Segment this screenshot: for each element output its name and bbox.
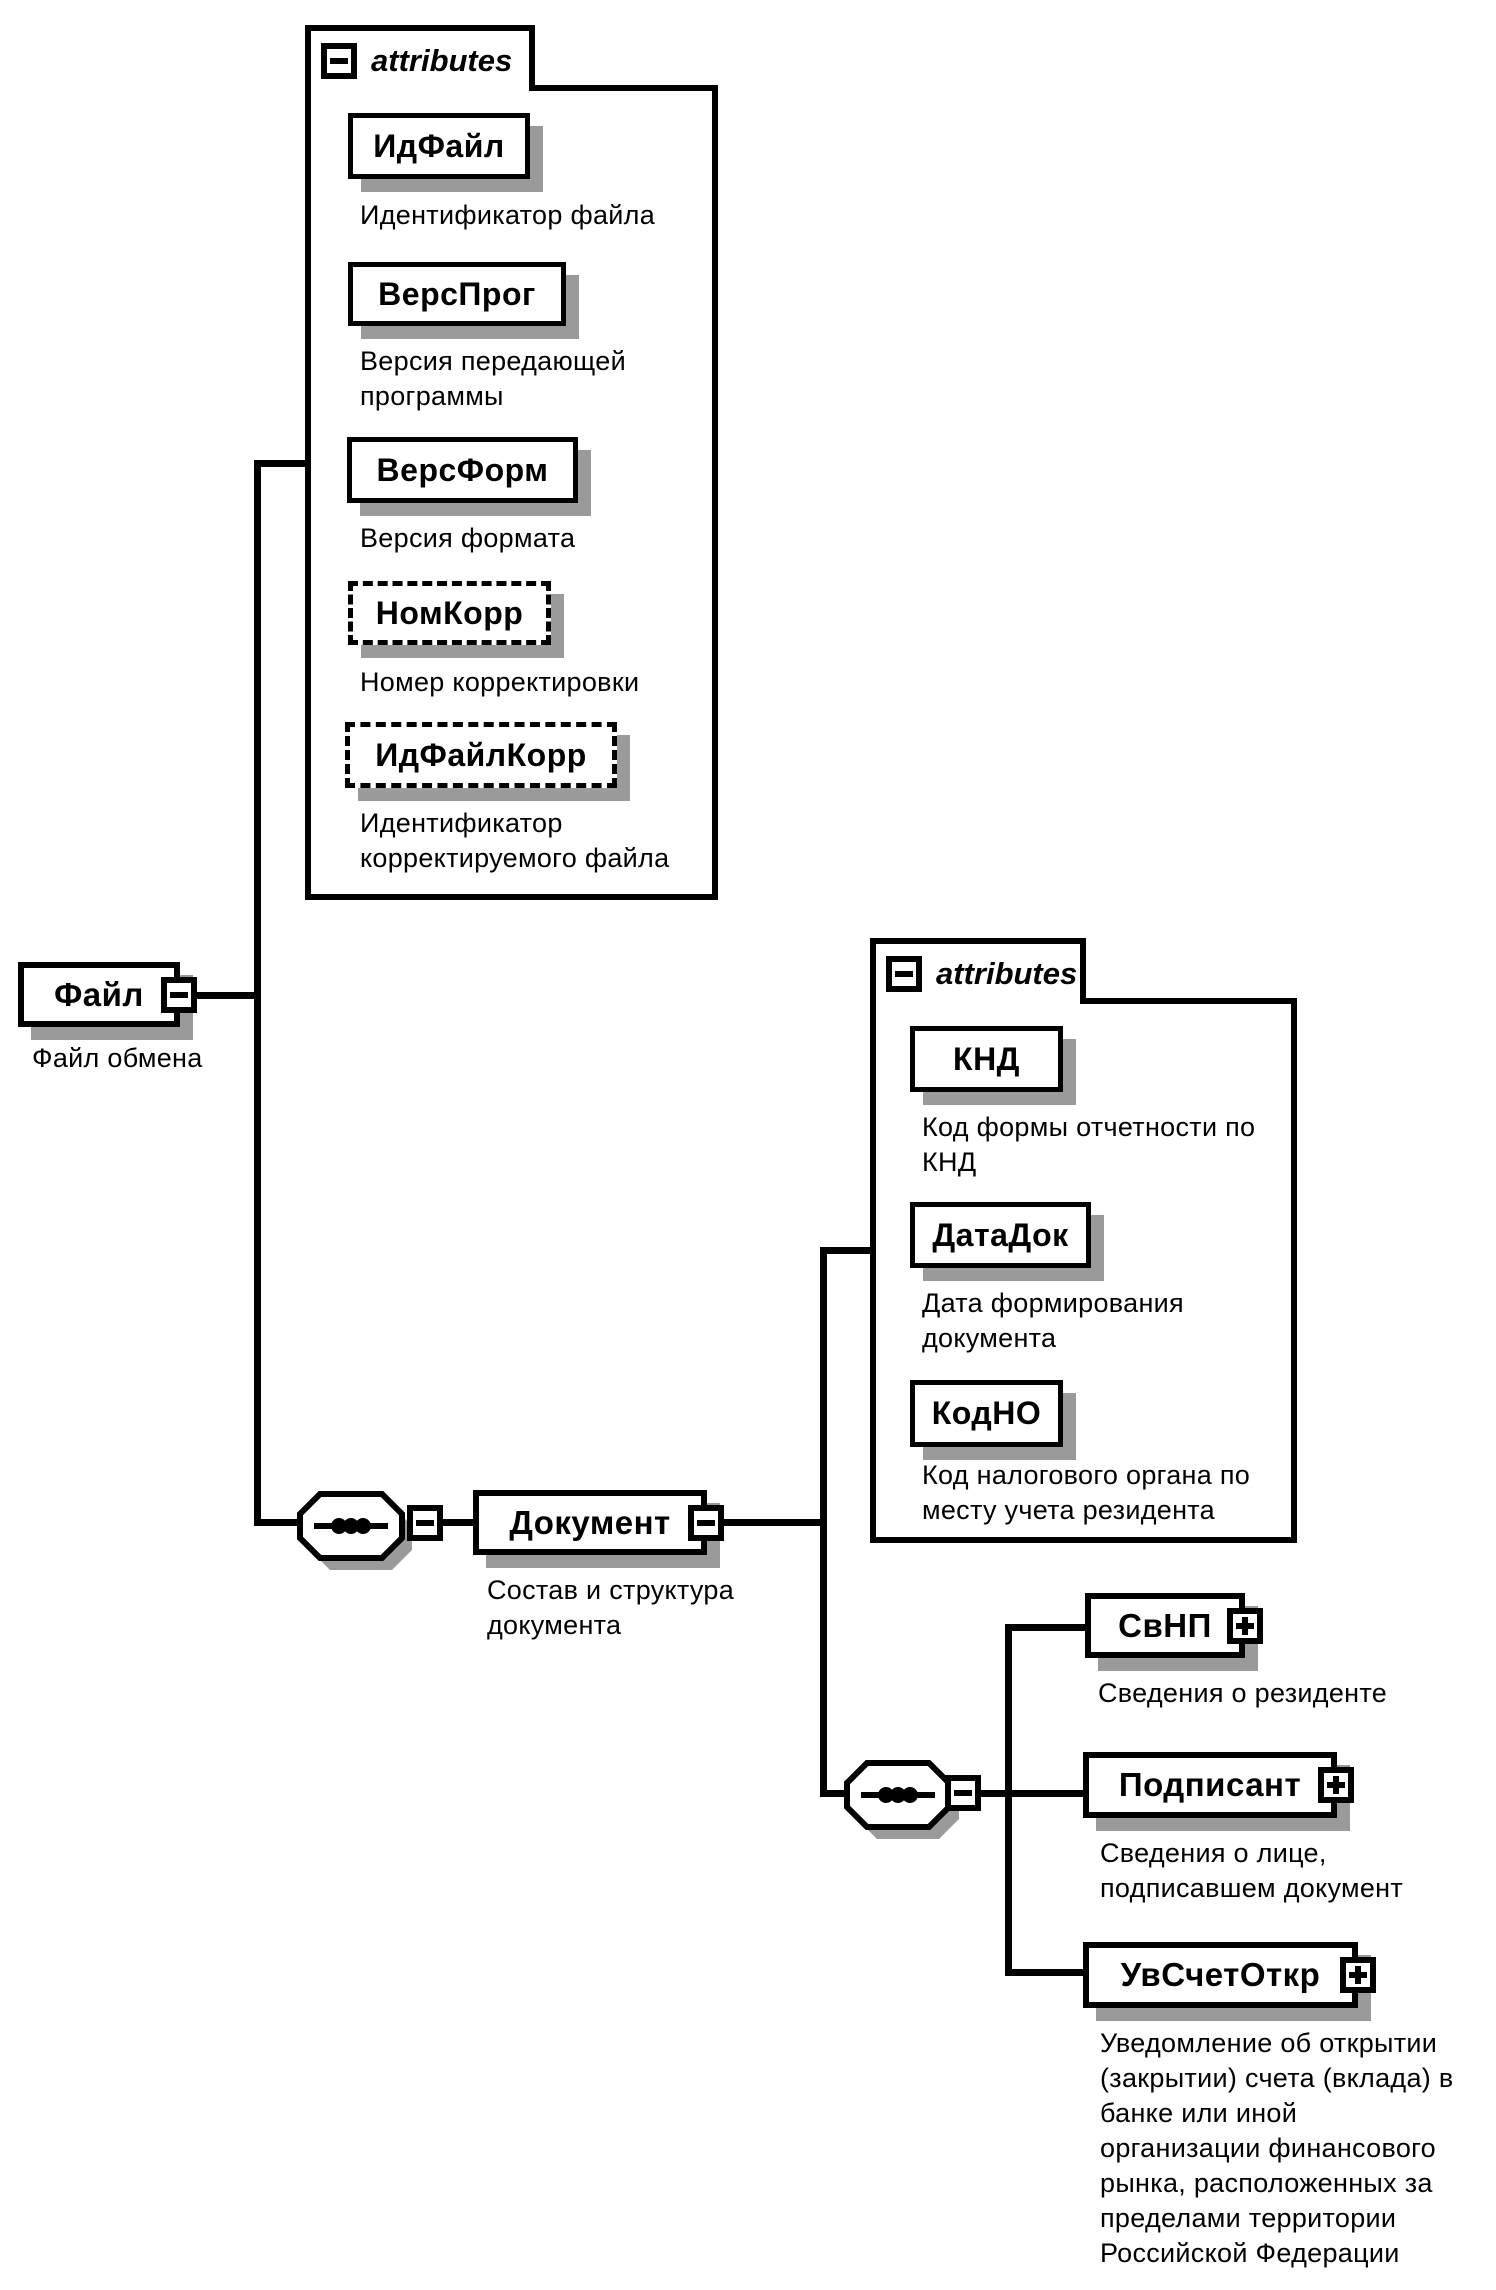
connector-trunk-vertical <box>254 460 261 1526</box>
connector-file-trunk <box>197 992 257 999</box>
attributes-group-label: attributes <box>936 956 1078 991</box>
connector-sequence-to-children <box>979 1790 1086 1797</box>
attribute-idfaylkorr: ИдФайлКорр <box>345 722 617 788</box>
connector-sequence-to-document <box>441 1519 477 1526</box>
connector-trunk-to-sequence <box>257 1519 305 1526</box>
attribute-nomkorr-label: НомКорр <box>375 594 524 631</box>
attribute-datadok-label: ДатаДок <box>932 1216 1069 1253</box>
element-fayl-description: Файл обмена <box>32 1043 203 1073</box>
attribute-versform-description: Версия формата <box>360 523 576 553</box>
element-uvschetotkr: УвСчетОткр <box>1083 1942 1358 2008</box>
element-dokument-minus-icon[interactable] <box>688 1505 724 1541</box>
element-fayl-minus-icon[interactable] <box>161 977 197 1013</box>
element-uvschetotkr-plus-icon[interactable] <box>1340 1957 1376 1993</box>
attribute-versprog: ВерсПрог <box>348 262 566 326</box>
element-uvschetotkr-description: Уведомление об открытии (закрытии) счета… <box>1100 2028 1454 2268</box>
sequence-minus-icon[interactable] <box>407 1505 443 1541</box>
attribute-versprog-label: ВерсПрог <box>378 275 536 312</box>
connector-branch-to-sequence <box>824 1790 850 1797</box>
attribute-idfayl-label: ИдФайл <box>373 127 505 164</box>
attribute-datadok: ДатаДок <box>910 1202 1091 1268</box>
element-svnp-label: СвНП <box>1118 1606 1212 1644</box>
element-podpisant-label: Подписант <box>1118 1766 1302 1803</box>
connector-branch-vertical <box>820 1247 827 1797</box>
element-fayl-label: Файл <box>54 975 144 1013</box>
attribute-knd: КНД <box>910 1026 1063 1092</box>
attribute-idfayl: ИдФайл <box>348 113 530 179</box>
element-uvschetotkr-label: УвСчетОткр <box>1120 1956 1321 1993</box>
element-podpisant-plus-icon[interactable] <box>1318 1767 1354 1803</box>
attribute-datadok-description: Дата формирования документа <box>922 1288 1184 1353</box>
file-attributes-group-tab: attributes <box>305 25 535 91</box>
document-attributes-group-tab: attributes <box>870 938 1086 1004</box>
element-dokument: Документ <box>473 1490 707 1555</box>
element-fayl: Файл <box>18 962 180 1027</box>
attribute-versform-label: ВерсФорм <box>376 451 549 488</box>
collapse-minus-icon[interactable] <box>886 956 922 992</box>
attribute-kodno: КодНО <box>910 1380 1063 1447</box>
attribute-knd-label: КНД <box>953 1040 1020 1077</box>
element-svnp: СвНП <box>1085 1593 1245 1658</box>
connector-trunk-to-attributes <box>257 460 310 467</box>
connector-to-svnp <box>1009 1624 1088 1631</box>
attribute-idfayl-description: Идентификатор файла <box>360 200 656 230</box>
attribute-kodno-label: КодНО <box>931 1395 1042 1431</box>
attributes-group-label: attributes <box>371 43 513 78</box>
element-podpisant-description: Сведения о лице, подписавшем документ <box>1100 1838 1404 1903</box>
connector-branch-to-attributes <box>824 1247 872 1254</box>
attribute-versprog-description: Версия передающей программы <box>360 346 626 411</box>
attribute-versform: ВерсФорм <box>347 437 578 503</box>
element-podpisant: Подписант <box>1083 1752 1337 1818</box>
connector-to-uvschetotkr <box>1009 1969 1086 1976</box>
element-svnp-plus-icon[interactable] <box>1227 1608 1263 1644</box>
attribute-kodno-description: Код налогового органа по месту учета рез… <box>922 1460 1251 1525</box>
element-svnp-description: Сведения о резиденте <box>1098 1678 1388 1708</box>
attribute-idfaylkorr-description: Идентификатор корректируемого файла <box>360 808 670 873</box>
connector-children-vertical <box>1005 1624 1012 1976</box>
collapse-minus-icon[interactable] <box>321 43 357 79</box>
sequence-minus-icon[interactable] <box>945 1775 981 1811</box>
connector-document-out <box>722 1519 824 1526</box>
attribute-nomkorr-description: Номер корректировки <box>360 667 640 697</box>
attribute-idfaylkorr-label: ИдФайлКорр <box>375 736 587 773</box>
element-dokument-label: Документ <box>509 1503 671 1541</box>
attribute-nomkorr: НомКорр <box>348 581 551 645</box>
sequence-icon <box>297 1491 412 1570</box>
element-dokument-description: Состав и структура документа <box>487 1575 735 1640</box>
sequence-icon <box>844 1760 959 1839</box>
attribute-knd-description: Код формы отчетности по КНД <box>922 1112 1256 1177</box>
